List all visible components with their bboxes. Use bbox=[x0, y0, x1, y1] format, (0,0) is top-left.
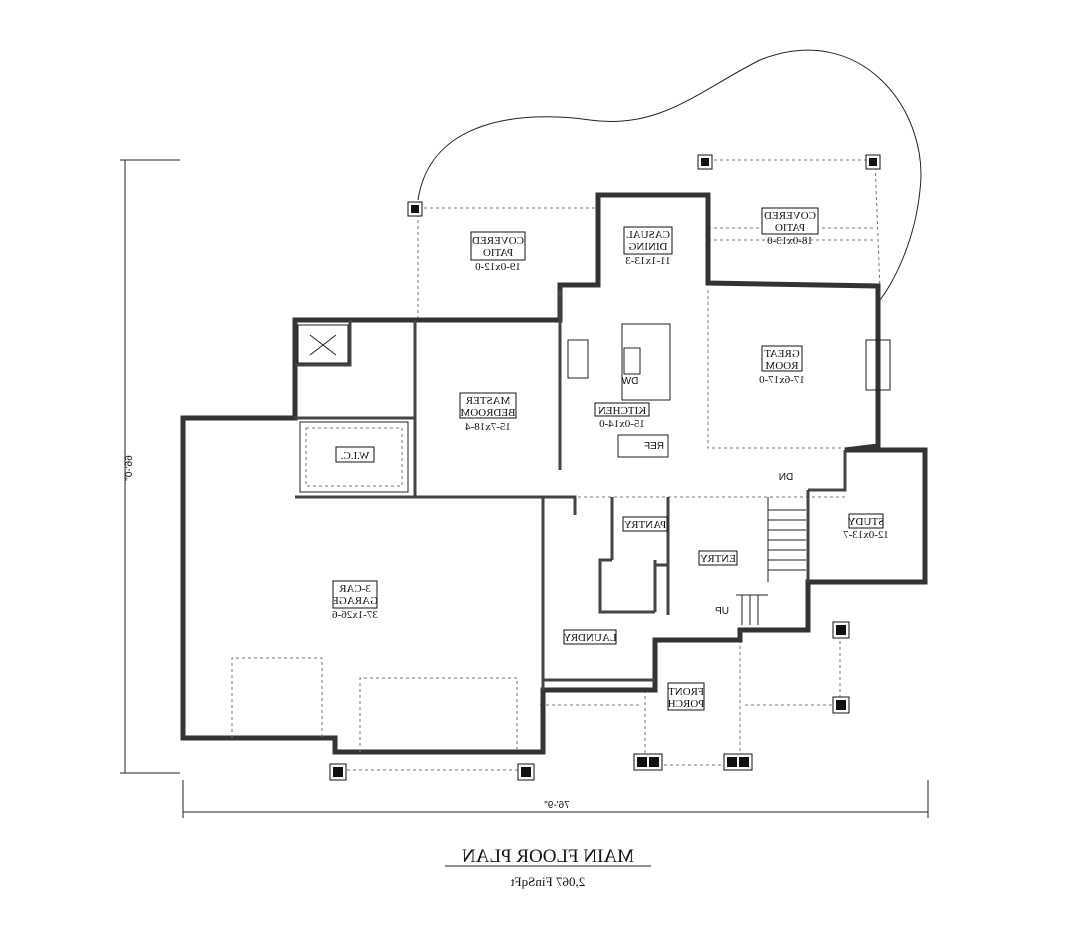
svg-text:W.I.C.: W.I.C. bbox=[340, 450, 369, 462]
svg-text:COVERED: COVERED bbox=[764, 210, 816, 222]
svg-text:COVERED: COVERED bbox=[472, 235, 524, 247]
patio-edges bbox=[335, 159, 881, 771]
svg-text:MASTER: MASTER bbox=[465, 395, 510, 407]
svg-text:FRONT: FRONT bbox=[668, 686, 704, 698]
svg-text:37-1x26-6: 37-1x26-6 bbox=[332, 609, 378, 621]
svg-text:ENTRY: ENTRY bbox=[700, 553, 736, 565]
garage-doors bbox=[231, 657, 518, 752]
room-label-front-porch: FRONT PORCH bbox=[667, 682, 705, 711]
room-label-great-room: GREAT ROOM 17-6x17-0 bbox=[759, 345, 805, 386]
room-label-covered-patio-left: COVERED PATIO 19-0x12-0 bbox=[470, 231, 526, 273]
width-dimension: 76'-9" bbox=[544, 800, 570, 811]
kitchen-fixtures: DW REF bbox=[567, 323, 891, 458]
svg-text:GARAGE: GARAGE bbox=[332, 595, 378, 607]
svg-text:15-7x18-4: 15-7x18-4 bbox=[465, 421, 511, 433]
svg-text:15-0x14-0: 15-0x14-0 bbox=[599, 418, 645, 430]
svg-text:PATIO: PATIO bbox=[483, 247, 513, 259]
dishwasher-label: DW bbox=[621, 376, 638, 387]
svg-text:11-1x13-3: 11-1x13-3 bbox=[625, 255, 671, 267]
svg-text:19-0x12-0: 19-0x12-0 bbox=[475, 261, 521, 273]
svg-text:PANTRY: PANTRY bbox=[624, 519, 666, 531]
depth-dimension: 66'-0" bbox=[124, 455, 135, 481]
columns bbox=[329, 154, 881, 781]
svg-text:PATIO: PATIO bbox=[775, 222, 805, 234]
stair-down-label: DN bbox=[779, 472, 793, 483]
plan-title: MAIN FLOOR PLAN bbox=[462, 846, 634, 867]
fireplace-icon bbox=[865, 339, 891, 391]
dimension-lines: 76'-9" 66'-0" bbox=[120, 159, 929, 818]
room-label-laundry: LAUNDRY bbox=[563, 629, 617, 645]
svg-text:12-0x13-7: 12-0x13-7 bbox=[843, 529, 889, 541]
room-label-wic: W.I.C. bbox=[335, 446, 375, 463]
patio-outline-curve bbox=[417, 49, 922, 301]
plan-title-block: MAIN FLOOR PLAN 2,067 FinSqFt bbox=[445, 846, 651, 889]
svg-text:KITCHEN: KITCHEN bbox=[598, 405, 646, 417]
room-label-master-bedroom: MASTER BEDROOM 15-7x18-4 bbox=[459, 392, 517, 433]
svg-text:STUDY: STUDY bbox=[848, 516, 885, 528]
room-label-entry: ENTRY bbox=[698, 550, 738, 566]
refrigerator-label: REF bbox=[644, 441, 664, 452]
svg-text:DINING: DINING bbox=[628, 241, 667, 253]
room-label-casual-dining: CASUAL DINING 11-1x13-3 bbox=[623, 226, 673, 267]
interior-walls bbox=[295, 290, 847, 690]
room-label-pantry: PANTRY bbox=[622, 516, 668, 532]
room-label-garage: 3-CAR GARAGE 37-1x26-6 bbox=[332, 580, 378, 621]
shower bbox=[297, 324, 349, 364]
svg-text:CASUAL: CASUAL bbox=[626, 229, 670, 241]
svg-text:LAUNDRY: LAUNDRY bbox=[563, 632, 616, 644]
sink-icon bbox=[623, 347, 641, 375]
cooktop-icon bbox=[567, 339, 589, 379]
svg-text:3-CAR: 3-CAR bbox=[338, 583, 370, 595]
svg-text:ROOM: ROOM bbox=[765, 360, 798, 372]
svg-text:17-6x17-0: 17-6x17-0 bbox=[759, 374, 805, 386]
svg-text:GREAT: GREAT bbox=[764, 348, 800, 360]
staircase: DN UP bbox=[715, 472, 806, 625]
room-label-kitchen: KITCHEN 15-0x14-0 bbox=[594, 402, 650, 430]
svg-text:PORCH: PORCH bbox=[668, 698, 705, 710]
refrigerator bbox=[617, 434, 669, 458]
stair-up-label: UP bbox=[715, 606, 729, 617]
svg-text:18-0x13-0: 18-0x13-0 bbox=[767, 235, 813, 247]
room-label-study: STUDY 12-0x13-7 bbox=[843, 513, 889, 541]
exterior-walls bbox=[180, 192, 928, 755]
kitchen-island bbox=[621, 323, 671, 401]
plan-square-footage: 2,067 FinSqFt bbox=[510, 874, 585, 889]
room-label-covered-patio-right: COVERED PATIO 18-0x13-0 bbox=[761, 207, 819, 247]
svg-text:BEDROOM: BEDROOM bbox=[460, 407, 515, 419]
